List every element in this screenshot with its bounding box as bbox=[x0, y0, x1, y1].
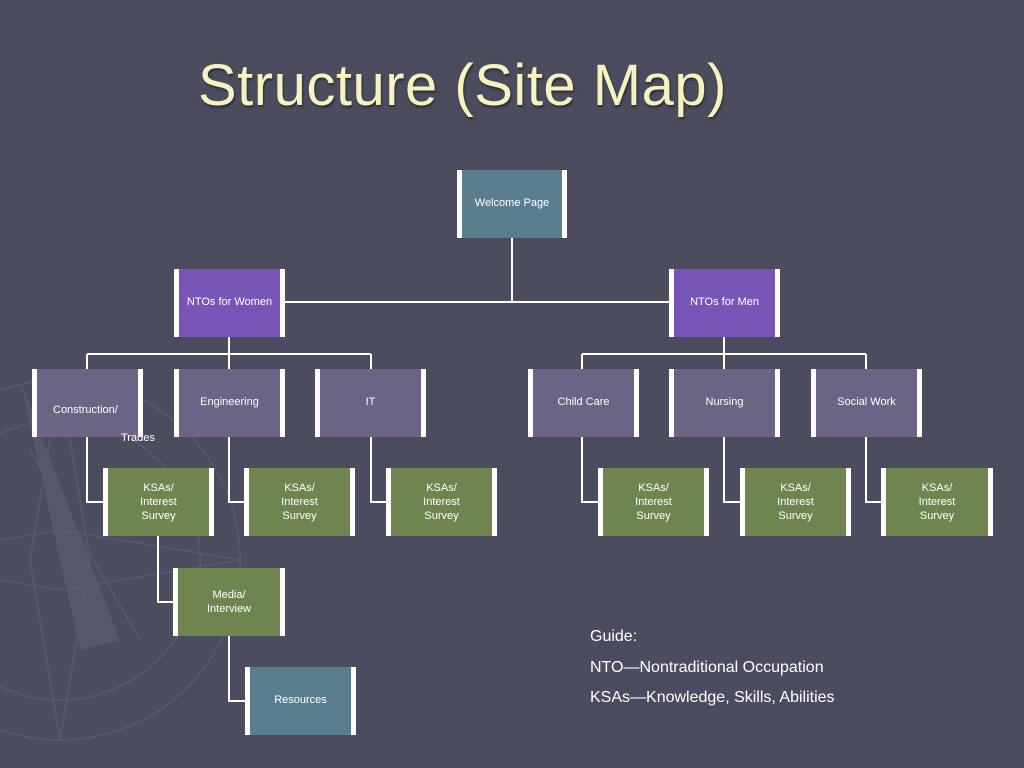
node-ntos-for-men: NTOs for Men bbox=[669, 269, 780, 337]
guide-legend: Guide: NTO—Nontraditional Occupation KSA… bbox=[590, 622, 835, 714]
node-ksa-survey-nursing: KSAs/ Interest Survey bbox=[740, 468, 851, 536]
guide-item-ksas: KSAs—Knowledge, Skills, Abilities bbox=[590, 689, 835, 706]
guide-heading: Guide: bbox=[590, 628, 638, 645]
guide-item-nto: NTO—Nontraditional Occupation bbox=[590, 658, 824, 676]
node-construction-trades: Construction/ Trades bbox=[32, 369, 155, 444]
node-child-care: Child Care bbox=[528, 369, 639, 437]
node-ksa-survey-social-work: KSAs/ Interest Survey bbox=[881, 468, 993, 536]
node-social-work: Social Work bbox=[811, 369, 922, 437]
node-ksa-survey-construction: KSAs/ Interest Survey bbox=[103, 468, 214, 536]
construction-label-line-2: Trades bbox=[121, 432, 155, 444]
construction-label-line-1: Construction/ bbox=[53, 404, 118, 416]
node-ksa-survey-child-care: KSAs/ Interest Survey bbox=[598, 468, 709, 536]
node-media-interview: Media/ Interview bbox=[173, 568, 285, 636]
node-ntos-for-women: NTOs for Women bbox=[174, 269, 285, 337]
node-welcome-page: Welcome Page bbox=[457, 170, 567, 238]
node-ksa-survey-engineering: KSAs/ Interest Survey bbox=[244, 468, 355, 536]
node-engineering: Engineering bbox=[174, 369, 285, 437]
node-ksa-survey-it: KSAs/ Interest Survey bbox=[386, 468, 497, 536]
slide-title: Structure (Site Map) bbox=[198, 53, 727, 118]
node-nursing: Nursing bbox=[669, 369, 780, 437]
node-it: IT bbox=[315, 369, 426, 437]
node-resources: Resources bbox=[245, 667, 356, 735]
